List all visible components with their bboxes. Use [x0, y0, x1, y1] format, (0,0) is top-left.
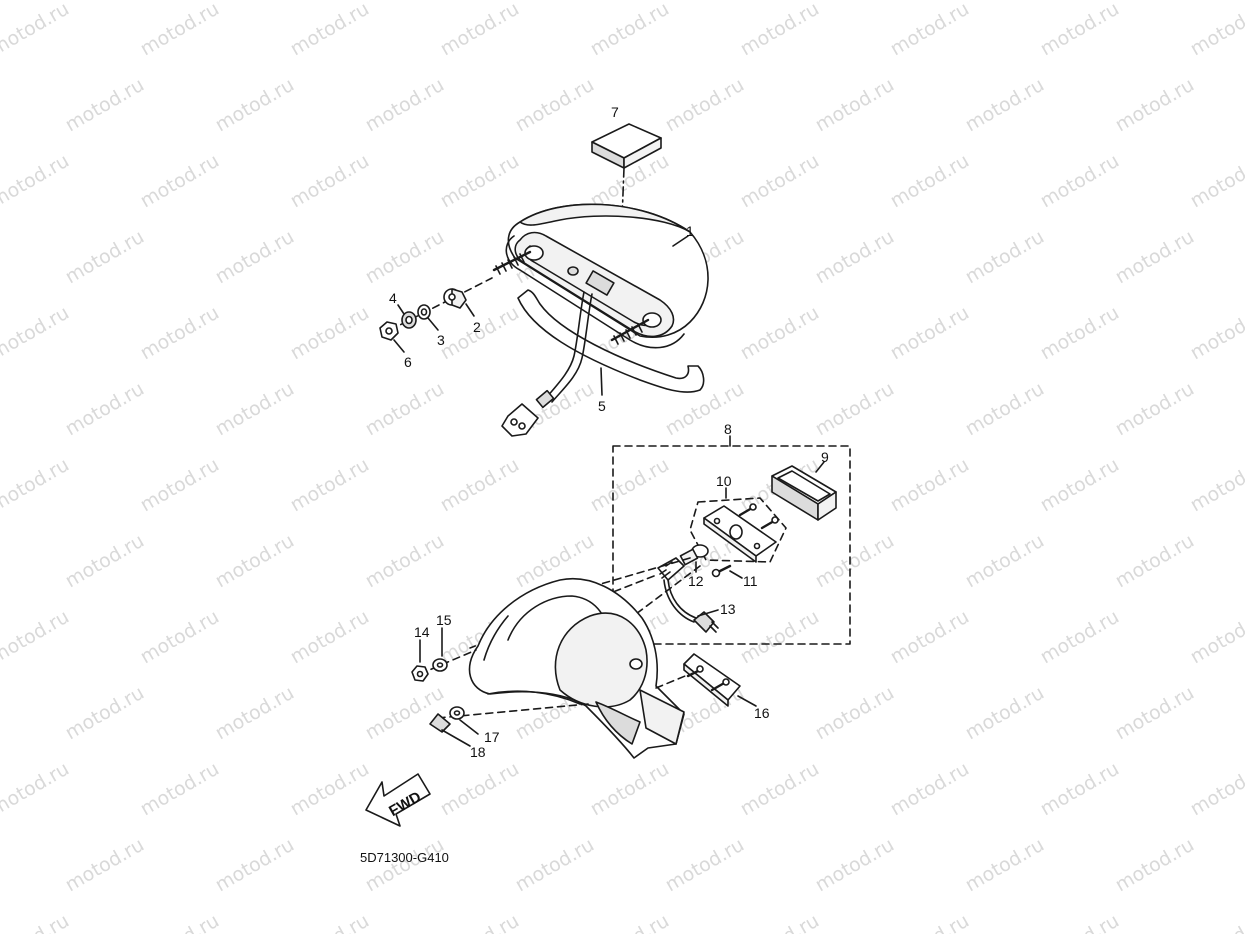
- callout-9: 9: [821, 449, 829, 465]
- callout-4: 4: [389, 290, 397, 306]
- leader-6: [393, 339, 405, 353]
- rear-fender: [468, 578, 685, 759]
- forward-direction-arrow: FWD: [365, 773, 431, 827]
- leader-11: [729, 570, 743, 579]
- callout-15: 15: [436, 612, 452, 628]
- callout-2: 2: [473, 319, 481, 335]
- callout-3: 3: [437, 332, 445, 348]
- leader-17: [459, 719, 479, 735]
- part-7-lens-pad: [591, 123, 662, 169]
- leader-4: [397, 304, 405, 315]
- callout-11: 11: [743, 573, 758, 589]
- part-10-outline: [689, 497, 787, 563]
- leader-18: [441, 729, 471, 747]
- diagram-code: 5D71300-G410: [360, 850, 449, 865]
- callout-17: 17: [484, 729, 500, 745]
- callout-10: 10: [716, 473, 732, 489]
- callout-6: 6: [404, 354, 412, 370]
- part-4-lock-washer: [401, 311, 417, 329]
- callout-8: 8: [724, 421, 732, 437]
- part-2-collar: [443, 288, 467, 309]
- leader-5: [600, 367, 603, 396]
- callout-12: 12: [688, 573, 704, 589]
- leader-1: [672, 235, 689, 247]
- part-13-socket-cord: [657, 557, 719, 633]
- part-10-lens-plate: [703, 503, 779, 563]
- callout-1: 1: [686, 223, 694, 239]
- callout-13: 13: [720, 601, 736, 617]
- part-8-assembly-box: [612, 445, 851, 645]
- leader-13: [697, 609, 719, 617]
- fastener-axis-14: [419, 649, 477, 675]
- callout-16: 16: [754, 705, 770, 721]
- part-16-license-bracket: [683, 653, 741, 707]
- part-17-washer: [449, 706, 465, 720]
- callout-18: 18: [470, 744, 486, 760]
- part-12-bulb: [679, 544, 709, 566]
- part-14-nut: [411, 665, 429, 682]
- leader-9: [815, 461, 825, 473]
- part-18-clip-nut: [429, 713, 451, 733]
- part-9-license-light-cover: [771, 465, 837, 521]
- part-6-nut: [379, 321, 399, 341]
- part-11-screw: [711, 564, 732, 578]
- callout-5: 5: [598, 398, 606, 414]
- callout-7: 7: [611, 104, 619, 120]
- fastener-axis-16: [655, 673, 691, 689]
- leader-2: [465, 303, 475, 317]
- part-1-tail-light: [492, 203, 709, 349]
- part-3-washer: [417, 304, 431, 320]
- part-5-gasket-harness: [501, 289, 705, 437]
- leader-16: [737, 695, 757, 707]
- callout-14: 14: [414, 624, 430, 640]
- part-15-washer: [432, 658, 448, 672]
- leader-3: [427, 317, 439, 331]
